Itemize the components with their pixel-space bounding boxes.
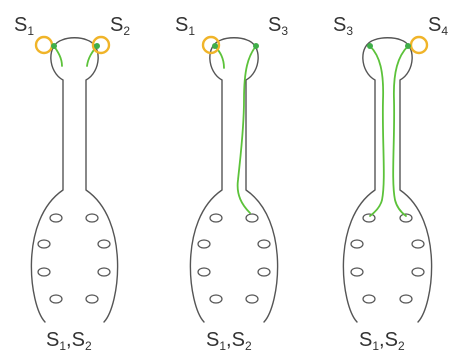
ovule: [210, 295, 222, 303]
pollen-tube: [238, 46, 256, 213]
label-top-left: S3: [333, 14, 353, 38]
pollen-grain: [405, 43, 411, 49]
ovule: [50, 295, 62, 303]
ovule: [412, 240, 424, 248]
pollen-grain: [94, 43, 100, 49]
pollen-grain: [212, 43, 218, 49]
ovule: [86, 295, 98, 303]
ovule: [400, 295, 412, 303]
ovule: [38, 240, 50, 248]
pollen-tube: [54, 46, 62, 66]
pollen-grain-ring: [411, 37, 427, 53]
ovule: [246, 295, 258, 303]
ovule: [50, 214, 62, 222]
ovule: [258, 268, 270, 276]
ovule: [98, 268, 110, 276]
pollen-grain: [367, 43, 373, 49]
label-bottom: S1,S2: [359, 329, 405, 353]
label-top-left: S1: [175, 14, 195, 38]
label-top-right: S3: [268, 14, 288, 38]
panel-3: S3 S4 S1,S2: [333, 14, 448, 353]
ovule: [258, 240, 270, 248]
ovule: [351, 268, 363, 276]
panel-2: S1 S3 S1,S2: [175, 14, 288, 353]
pistil-outline: [343, 38, 431, 322]
label-top-right: S2: [110, 14, 130, 38]
ovules: [351, 214, 424, 303]
pollen-grain: [253, 43, 259, 49]
ovule: [246, 214, 258, 222]
panel-1: S1 S2 S1,S2: [14, 14, 130, 353]
pollen-tube: [370, 46, 384, 216]
ovule: [198, 240, 210, 248]
pollen-grain: [51, 43, 57, 49]
label-bottom: S1,S2: [46, 329, 92, 353]
ovule: [363, 295, 375, 303]
label-bottom: S1,S2: [206, 329, 252, 353]
ovule: [210, 214, 222, 222]
label-top-right: S4: [428, 14, 448, 38]
ovule: [86, 214, 98, 222]
ovule: [351, 240, 363, 248]
ovule: [98, 240, 110, 248]
ovules: [38, 214, 110, 303]
ovule: [38, 268, 50, 276]
pistil-outline: [31, 38, 117, 322]
pistil-outline: [190, 38, 277, 322]
label-top-left: S1: [14, 14, 34, 38]
ovules: [198, 214, 270, 303]
ovule: [363, 214, 375, 222]
ovule: [412, 268, 424, 276]
pollen-grain-ring: [36, 37, 52, 53]
ovule: [198, 268, 210, 276]
